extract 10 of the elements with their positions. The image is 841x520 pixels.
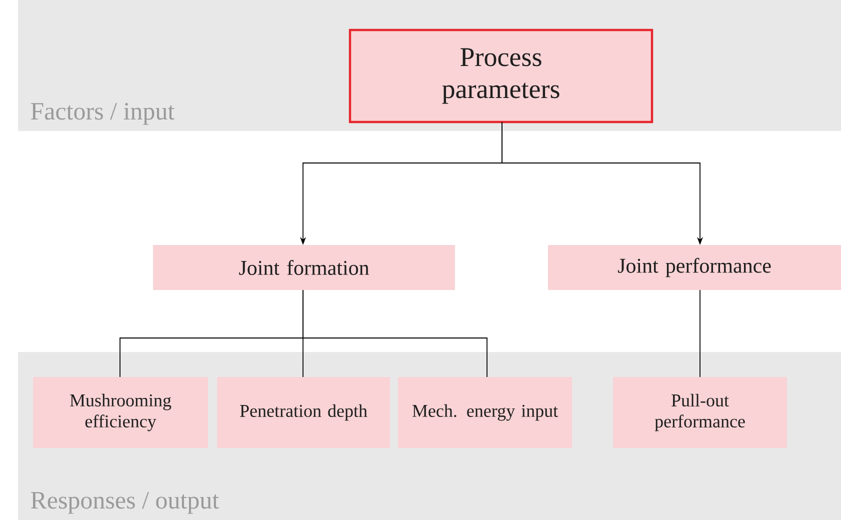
process-box: Process parameters bbox=[348, 28, 654, 124]
response-box: Penetration depth bbox=[217, 377, 390, 448]
response-box: Mushrooming efficiency bbox=[33, 377, 208, 448]
connector bbox=[302, 290, 488, 378]
category-box: Joint performance bbox=[548, 245, 841, 290]
response-box: Mech. energy input bbox=[398, 377, 572, 448]
band-label: Factors / input bbox=[30, 102, 174, 125]
band-label: Responses / output bbox=[30, 492, 219, 514]
category-box: Joint formation bbox=[153, 245, 455, 290]
response-box: Pull-out performance bbox=[613, 377, 787, 448]
